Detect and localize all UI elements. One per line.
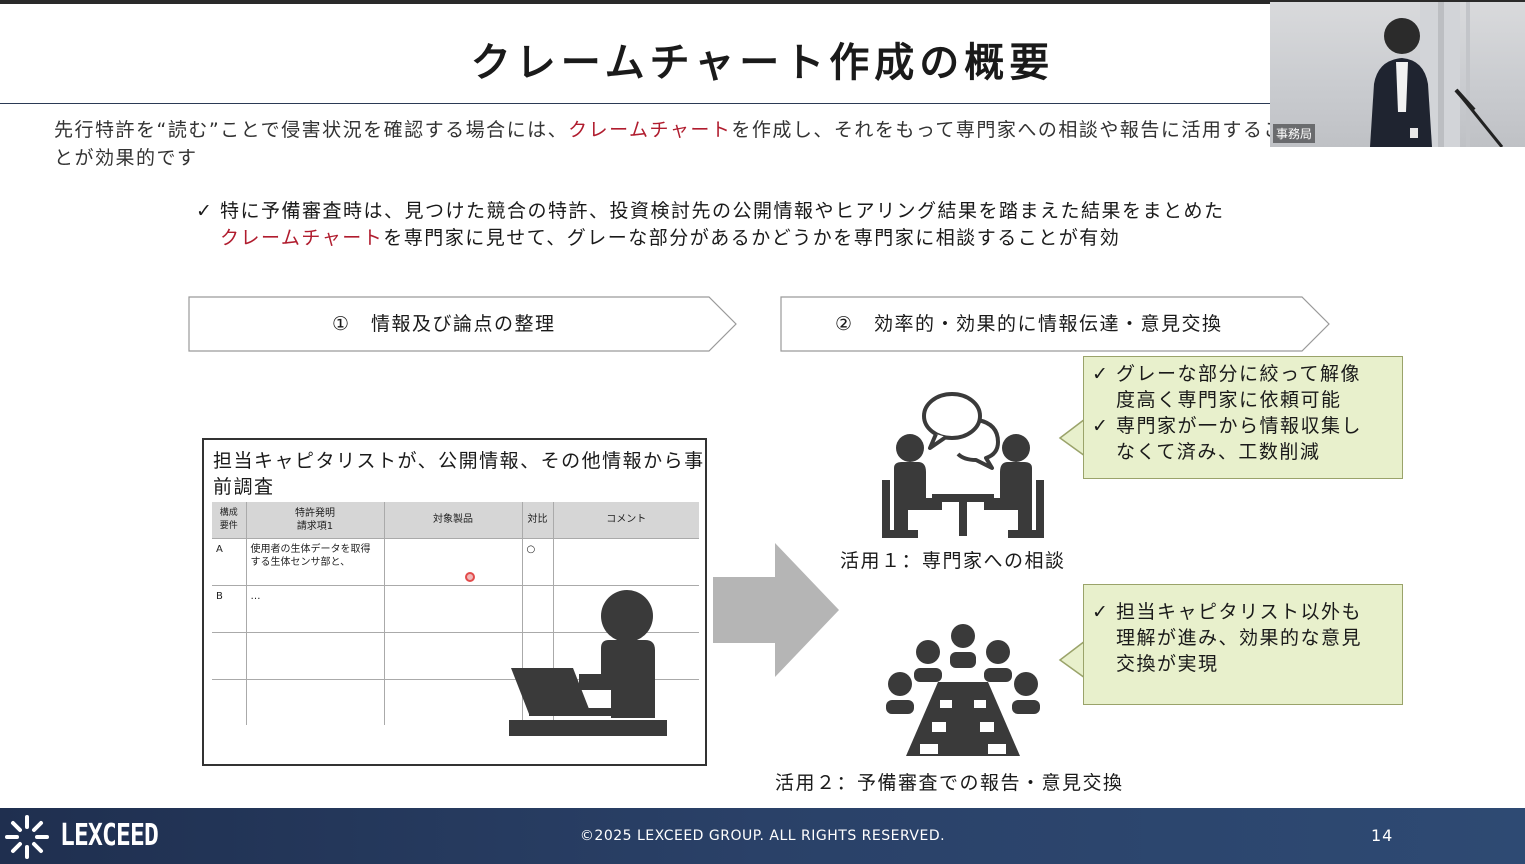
callout-benefits-meeting: ✓ 担当キャピタリスト以外も 理解が進み、効果的な意見 交換が実現	[1083, 584, 1403, 705]
table-cell	[212, 678, 246, 725]
callout-tail	[1058, 418, 1086, 458]
point-line2: を専門家に見せて、グレーな部分があるかどうかを専門家に相談することが有効	[383, 227, 1121, 249]
claim-chart-panel: 担当キャピタリストが、公開情報、その他情報から事前調査 構成 要件 特許発明 請…	[202, 438, 707, 766]
point-highlight: クレームチャート	[220, 227, 384, 249]
lexceed-logo-icon	[5, 815, 49, 859]
speaker-video-tile[interactable]: 事務局	[1270, 2, 1525, 147]
table-cell	[245, 678, 384, 725]
chevron-shape	[188, 296, 737, 352]
table-cell	[383, 631, 522, 679]
table-cell	[383, 584, 522, 632]
check-icon: ✓	[1092, 601, 1110, 623]
table-cell	[383, 678, 522, 725]
copyright-text: ©2025 LEXCEED GROUP. ALL RIGHTS RESERVED…	[579, 828, 946, 844]
step-2-label: ② 効率的・効果的に情報伝達・意見交換	[835, 313, 1223, 335]
table-row: A 使用者の生体データを取得する生体センサ部と、 ○	[212, 537, 699, 585]
top-border	[0, 0, 1525, 4]
table-cell: …	[245, 584, 384, 632]
check-icon: ✓	[1092, 363, 1110, 385]
footer-bar	[0, 808, 1525, 864]
check-icon: ✓	[1092, 415, 1110, 437]
col-header-element: 構成 要件	[212, 502, 246, 538]
table-cell: 使用者の生体データを取得する生体センサ部と、	[245, 537, 384, 585]
callout-line: グレーな部分に絞って解像	[1116, 363, 1362, 385]
col-header-claim: 特許発明 請求項1	[245, 502, 384, 538]
callout-line: 理解が進み、効果的な意見	[1116, 627, 1363, 649]
callout-line: 専門家が一から情報収集し	[1116, 415, 1363, 437]
laptop-user-icon	[509, 590, 667, 736]
table-cell: ○	[521, 537, 553, 585]
intro-before: 先行特許を“読む”ことで侵害状況を確認する場合には、	[54, 119, 569, 141]
intro-text: 先行特許を“読む”ことで侵害状況を確認する場合には、クレームチャートを作成し、そ…	[54, 116, 1284, 172]
point-line1: 特に予備審査時は、見つけた競合の特許、投資検討先の公開情報やヒアリング結果を踏ま…	[220, 200, 1225, 222]
claim-chart-table: 構成 要件 特許発明 請求項1 対象製品 対比 コメント A 使用者の生体データ…	[212, 502, 699, 725]
title-divider	[0, 103, 1275, 104]
consultation-icon	[882, 392, 1044, 538]
intro-highlight: クレームチャート	[568, 119, 732, 141]
page-number: 14	[1371, 826, 1394, 845]
intro-after: を作成し、それをもって専門家への相談や報告に活用することが効果的です	[54, 119, 1284, 169]
table-cell: B	[212, 584, 246, 632]
table-cell	[245, 631, 384, 679]
check-icon: ✓	[196, 200, 214, 222]
step-2-chevron: ② 効率的・効果的に情報伝達・意見交換	[780, 296, 1332, 352]
callout-line: なくて済み、工数削減	[1116, 441, 1321, 463]
slide-title: クレームチャート作成の概要	[470, 40, 1055, 86]
callout-line: 担当キャピタリスト以外も	[1116, 601, 1363, 623]
table-header-row: 構成 要件 特許発明 請求項1 対象製品 対比 コメント	[212, 502, 699, 538]
col-header-comment: コメント	[552, 502, 699, 538]
callout-line: 交換が実現	[1116, 653, 1219, 675]
callout-tail	[1058, 640, 1086, 680]
table-cell	[552, 537, 699, 585]
right-arrow-icon	[713, 543, 839, 677]
key-point: ✓ 特に予備審査時は、見つけた競合の特許、投資検討先の公開情報やヒアリング結果を踏…	[196, 198, 1225, 252]
meeting-icon	[886, 624, 1040, 756]
logo-text: LEXCEED	[60, 818, 159, 853]
col-header-compare: 対比	[521, 502, 553, 538]
video-participant-label: 事務局	[1273, 124, 1316, 143]
table-cell: A	[212, 537, 246, 585]
chevron-shape	[780, 296, 1330, 352]
speaker-video-frame	[1370, 2, 1504, 147]
callout-line: 度高く専門家に依頼可能	[1116, 389, 1342, 411]
table-cell	[212, 631, 246, 679]
panel-title: 担当キャピタリストが、公開情報、その他情報から事前調査	[213, 450, 705, 498]
col-header-product: 対象製品	[383, 502, 522, 538]
use-2-label: 活用２：予備審査での報告・意見交換	[775, 772, 1124, 794]
cursor-dot	[465, 572, 475, 582]
table-cell	[383, 537, 522, 585]
step-1-chevron: ① 情報及び論点の整理	[188, 296, 738, 352]
table-cell	[521, 584, 553, 632]
callout-benefits-consultation: ✓グレーな部分に絞って解像 度高く専門家に依頼可能 ✓専門家が一から情報収集し …	[1083, 356, 1403, 479]
step-1-label: ① 情報及び論点の整理	[332, 313, 556, 335]
use-1-label: 活用１：専門家への相談	[840, 550, 1066, 572]
